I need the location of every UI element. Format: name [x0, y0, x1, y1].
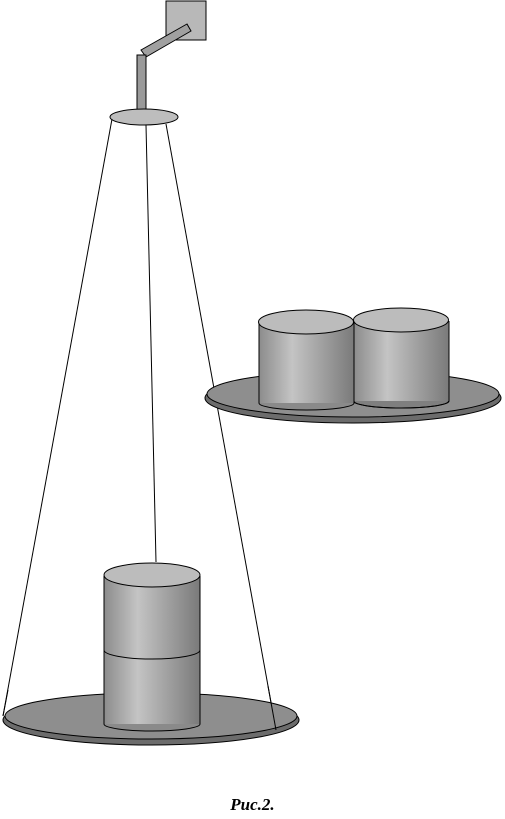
bracket-rod [136, 54, 147, 114]
hanging-pan [2, 562, 300, 746]
resting-weight-right [353, 307, 450, 409]
suspension-threads [2, 118, 277, 731]
hanging-weight-top [103, 562, 201, 660]
hanging-weight-bottom [103, 651, 201, 732]
suspension-ring [109, 108, 179, 126]
figure-caption: Рис.2. [230, 795, 275, 814]
resting-weight-left [258, 309, 355, 411]
balance-diagram [2, 0, 502, 746]
wall-bracket [136, 0, 207, 114]
thread-left [2, 118, 113, 717]
resting-pan [204, 307, 502, 424]
thread-center [145, 124, 157, 563]
thread-right-front [267, 685, 277, 731]
thread-left-front [2, 689, 9, 717]
thread-right [165, 123, 277, 731]
